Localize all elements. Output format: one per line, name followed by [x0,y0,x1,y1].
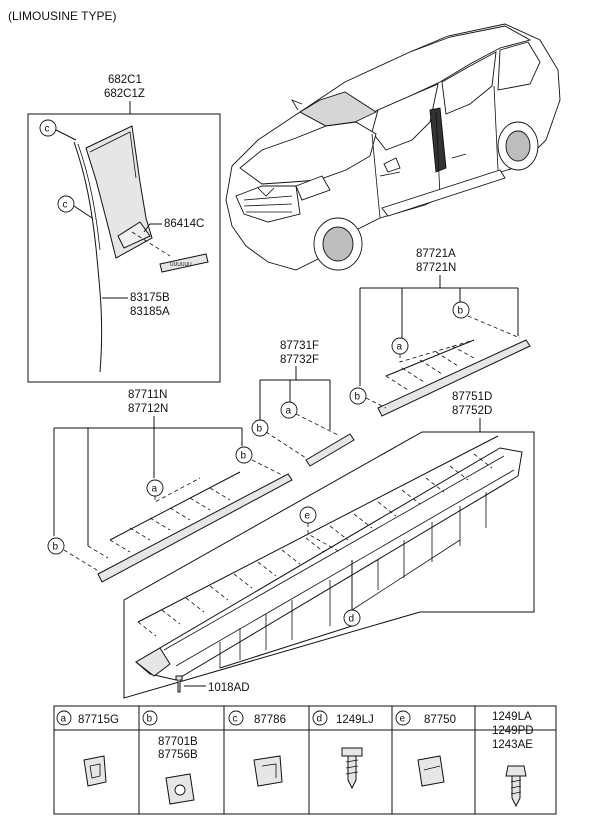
pillar-code-2: 682C1Z [104,88,145,100]
legend-bolt-part-2: 1249PD [492,725,534,737]
bolt-icon [505,765,527,808]
side-sill-code-1: 87751D [452,391,492,403]
callout-c-mid: c [63,200,68,211]
rear-door-moulding-group: 87721A 87721N a b b [349,248,531,417]
legend-b-letter: b [147,714,153,725]
pillar-seal-code-1: 83175B [130,292,170,304]
legend-bolt-part-3: 1243AE [492,739,533,751]
pillar-seal [73,141,103,373]
legend-bolt-part-1: 1249LA [492,711,532,723]
fastener-legend: a 87715G b 87701B 87756B c 87786 d 1249L… [53,705,557,815]
car-illustration [225,23,561,271]
front-door-moulding-group: 87711N 87712N a b b [47,389,293,583]
legend-e-part: 87750 [424,714,456,726]
diagram-title: (LIMOUSINE TYPE) [8,9,116,23]
callout-a-rear: a [397,342,403,353]
callout-b-rear-left: b [355,392,361,403]
rear-moulding-code-2: 87721N [416,262,456,274]
callout-a-front: a [152,484,158,495]
side-sill-group: 87751D 87752D e d 1018AD [123,391,535,699]
callout-c-top: c [45,124,50,135]
legend-c-letter: c [233,714,238,725]
rear-moulding-code-1: 87721A [416,248,456,260]
legend-b-part-2: 87756B [158,749,198,761]
small-moulding-code-2: 87732F [280,354,319,366]
legend-d-part: 1249LJ [336,714,374,726]
legend-b-part-1: 87701B [158,736,198,748]
svg-text:UUUUUU: UUUUUU [170,262,192,268]
legend-c-part: 87786 [254,714,286,726]
front-moulding-code-1: 87711N [128,389,167,401]
fastener-icon [165,773,195,805]
callout-b-front-top: b [241,451,247,462]
pillar-seal-code-2: 83185A [130,306,170,318]
legend-a-letter: a [61,714,67,725]
clip-icon [417,755,445,787]
front-door-moulding [97,473,293,583]
front-moulding-code-2: 87712N [128,403,168,415]
emblem-code: 86414C [164,218,204,230]
callout-b-rear-top: b [458,306,464,317]
sill-screw-code: 1018AD [208,682,250,694]
callout-d-sill: d [349,614,355,625]
rear-door-moulding [377,339,531,417]
side-sill-frame [123,431,535,699]
callout-e-sill: e [305,511,311,522]
legend-a-part: 87715G [78,714,119,726]
small-moulding [305,433,355,467]
small-moulding-group: 87731F 87732F a b [251,340,355,467]
pillar-code-1: 682C1 [108,74,142,86]
emblem-part [159,253,209,273]
callout-b-small: b [257,424,263,435]
pillar-box [27,113,221,383]
legend-e-letter: e [400,714,406,725]
clip-icon [83,755,107,787]
legend-d-letter: d [317,714,323,725]
callout-b-front-left: b [53,542,59,553]
screw-1018ad [175,675,183,693]
small-moulding-code-1: 87731F [280,340,319,352]
side-sill-code-2: 87752D [452,405,492,417]
screw-icon [341,747,363,790]
clip-icon [253,755,283,787]
callout-a-small: a [286,406,292,417]
side-sill-moulding [135,447,523,681]
pillar-group: 682C1 682C1Z UUUUUU c c 86414C 83175B 83… [27,74,221,383]
